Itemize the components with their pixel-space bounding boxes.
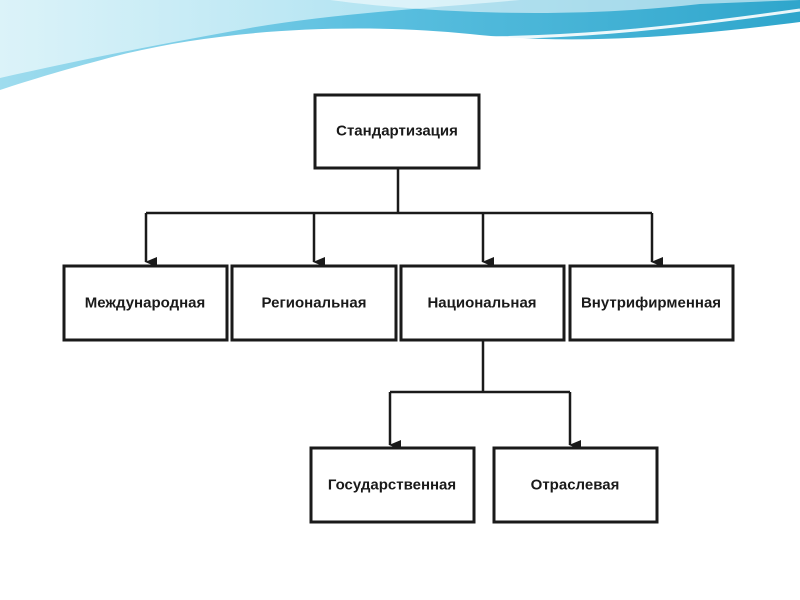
header-wave-line xyxy=(0,8,800,97)
box-standardization: Стандартизация xyxy=(313,93,481,170)
box-label-state: Государственная xyxy=(328,477,456,494)
slide-header-decoration xyxy=(0,0,800,97)
header-wave-front xyxy=(0,0,520,78)
box-branch: Отраслевая xyxy=(492,446,659,524)
box-intrafirm: Внутрифирменная xyxy=(568,264,735,342)
box-state: Государственная xyxy=(309,446,476,524)
header-wave-highlight xyxy=(330,0,800,13)
box-label-international: Международная xyxy=(85,295,206,312)
box-label-intrafirm: Внутрифирменная xyxy=(581,295,721,312)
box-regional: Региональная xyxy=(230,264,398,342)
box-label-branch: Отраслевая xyxy=(531,477,620,494)
box-national: Национальная xyxy=(399,264,566,342)
box-label-national: Национальная xyxy=(427,295,536,312)
box-label-standardization: Стандартизация xyxy=(336,123,458,140)
box-international: Международная xyxy=(62,264,229,342)
box-label-regional: Региональная xyxy=(262,295,367,312)
